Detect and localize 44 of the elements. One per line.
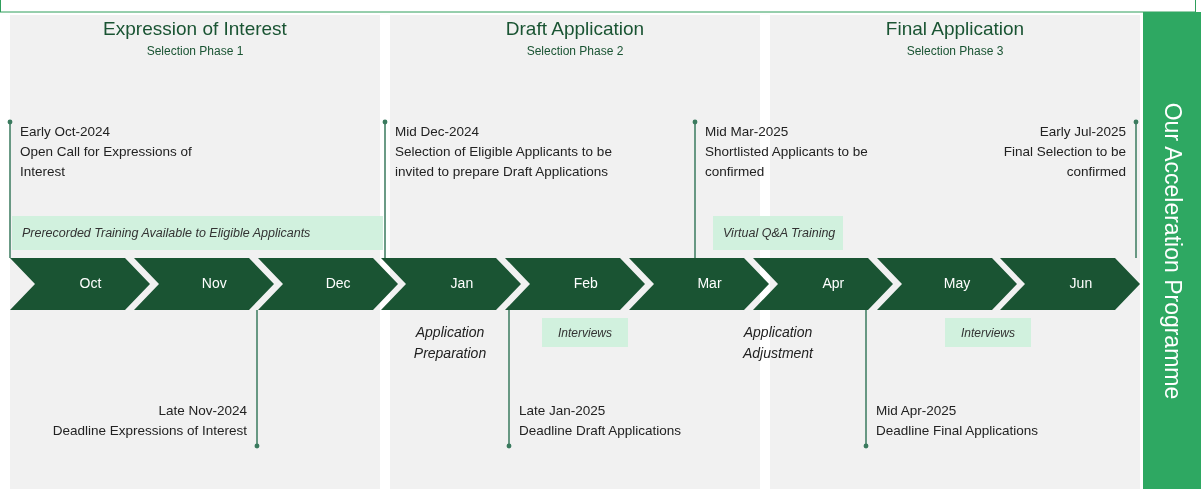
milestone-date: Late Nov-2024 — [157, 402, 247, 420]
milestone-description: Shortlisted Applicants to be confirmed — [705, 143, 869, 181]
milestone-date: Mid Apr-2025 — [876, 402, 958, 420]
milestone-description: Deadline Draft Applications — [519, 422, 683, 440]
phase-subtitle: Selection Phase 3 — [905, 44, 1005, 58]
training-band: Prerecorded Training Available to Eligible Applicants — [12, 216, 383, 250]
month-label: Feb — [572, 275, 599, 291]
training-band: Virtual Q&A Training — [713, 216, 843, 250]
month-label: May — [942, 275, 972, 291]
leader-line — [382, 119, 388, 259]
leader-line — [692, 119, 698, 259]
milestone-description: Open Call for Expressions of Interest — [20, 143, 193, 181]
month-label: Apr — [821, 275, 846, 291]
leader-line — [863, 309, 869, 449]
milestone-description: Deadline Final Applications — [876, 422, 1040, 440]
interview-band: Interviews — [542, 318, 628, 347]
phase-title: Final Application — [884, 18, 1026, 40]
phase-subtitle: Selection Phase 1 — [145, 44, 245, 58]
milestone-description: Selection of Eligible Applicants to be invited to prepare Draft Applications — [395, 143, 613, 181]
milestone-date: Early Jul-2025 — [1038, 123, 1126, 141]
month-label: Dec — [324, 275, 352, 291]
leader-line — [7, 119, 13, 259]
milestone-description: Final Selection to be confirmed — [1002, 143, 1126, 181]
phase-panel — [10, 15, 380, 489]
programme-banner: Our Acceleration Programme — [1143, 12, 1201, 489]
phase-activity-label: Application Adjustment — [741, 323, 815, 363]
month-label: Oct — [78, 275, 103, 291]
leader-line — [1133, 119, 1139, 259]
phase-subtitle: Selection Phase 2 — [525, 44, 625, 58]
phase-title: Expression of Interest — [102, 18, 288, 40]
month-label: Mar — [696, 275, 723, 291]
leader-line — [506, 309, 512, 449]
interview-band: Interviews — [945, 318, 1031, 347]
leader-line — [254, 309, 260, 449]
milestone-date: Late Jan-2025 — [519, 402, 607, 420]
milestone-date: Mid Mar-2025 — [705, 123, 790, 141]
phase-activity-label: Application Preparation — [412, 323, 488, 363]
phase-title: Draft Application — [504, 18, 646, 40]
month-label: Nov — [200, 275, 228, 291]
milestone-description: Deadline Expressions of Interest — [51, 422, 247, 440]
milestone-date: Mid Dec-2024 — [395, 123, 481, 141]
month-label: Jan — [449, 275, 475, 291]
milestone-date: Early Oct-2024 — [20, 123, 112, 141]
month-label: Jun — [1068, 275, 1094, 291]
